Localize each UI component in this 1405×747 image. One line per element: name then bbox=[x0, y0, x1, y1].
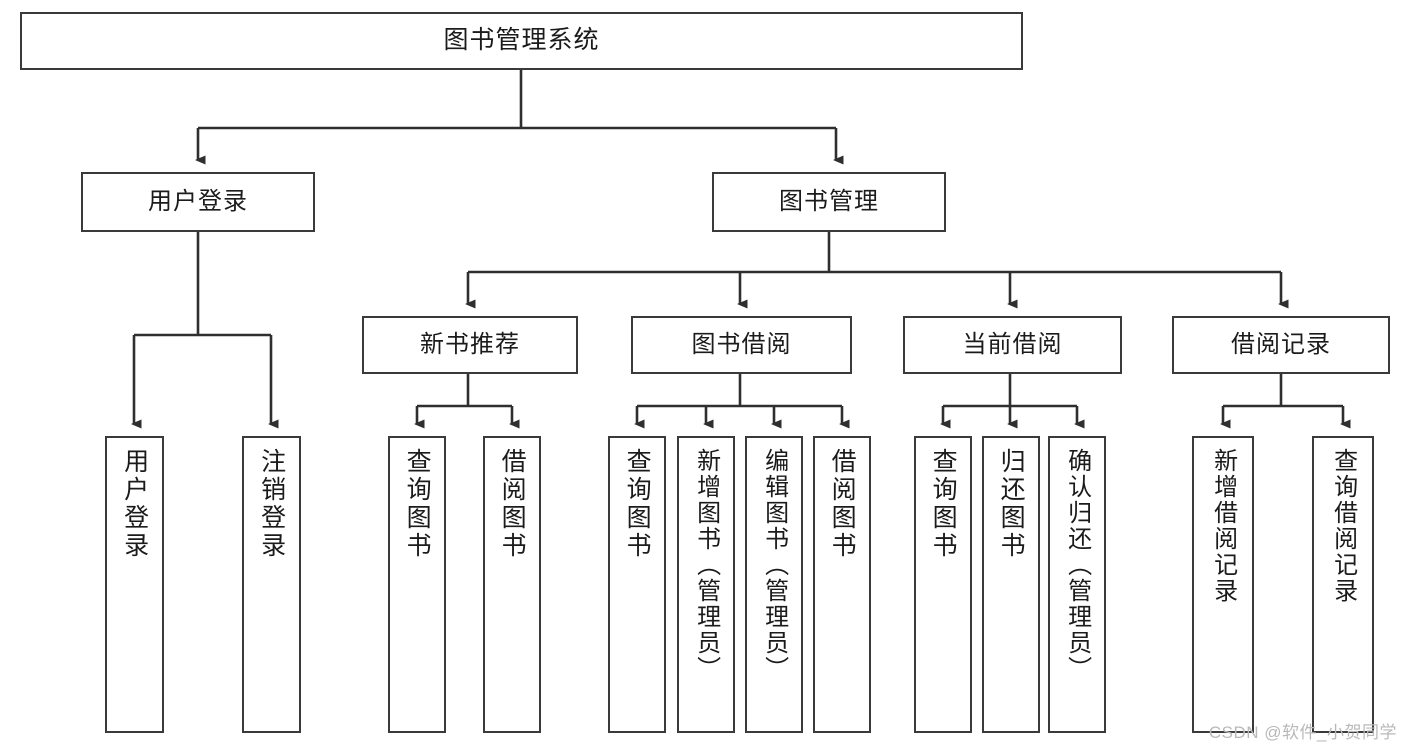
node-label: 查询图书 bbox=[929, 448, 958, 560]
node-label: 新书推荐 bbox=[420, 330, 520, 358]
node-label: 查询图书 bbox=[403, 448, 432, 560]
node-leaf-edit-book[interactable]: 编辑图书（管理员） bbox=[745, 436, 803, 733]
node-label: 用户登录 bbox=[148, 187, 248, 215]
node-current-borrow[interactable]: 当前借阅 bbox=[903, 316, 1122, 374]
node-label: 图书借阅 bbox=[691, 330, 792, 358]
node-label: 当前借阅 bbox=[962, 330, 1063, 358]
node-leaf-query-book-1[interactable]: 查询图书 bbox=[388, 436, 446, 733]
node-leaf-query-book-2[interactable]: 查询图书 bbox=[608, 436, 666, 733]
node-leaf-borrow-book-1[interactable]: 借阅图书 bbox=[483, 436, 541, 733]
node-leaf-return-book[interactable]: 归还图书 bbox=[982, 436, 1040, 733]
csdn-watermark: CSDN @软件_小贺同学 bbox=[1208, 723, 1397, 742]
node-new-book-recommendation[interactable]: 新书推荐 bbox=[362, 316, 578, 374]
node-leaf-query-book-3[interactable]: 查询图书 bbox=[914, 436, 972, 733]
node-label: 用户登录 bbox=[120, 448, 149, 560]
node-leaf-logout[interactable]: 注销登录 bbox=[242, 436, 301, 733]
node-label: 编辑图书（管理员） bbox=[760, 448, 788, 682]
node-root-system[interactable]: 图书管理系统 bbox=[20, 12, 1023, 70]
node-label: 图书管理系统 bbox=[443, 26, 600, 55]
node-label: 图书管理 bbox=[779, 187, 879, 215]
node-label: 归还图书 bbox=[997, 448, 1026, 560]
node-label: 查询图书 bbox=[623, 448, 652, 560]
node-borrow-record[interactable]: 借阅记录 bbox=[1172, 316, 1390, 374]
node-leaf-confirm-return[interactable]: 确认归还（管理员） bbox=[1048, 436, 1106, 733]
node-label: 确认归还（管理员） bbox=[1063, 448, 1091, 682]
node-label: 注销登录 bbox=[257, 448, 286, 560]
node-leaf-add-book[interactable]: 新增图书（管理员） bbox=[677, 436, 735, 733]
node-book-manage[interactable]: 图书管理 bbox=[712, 172, 946, 232]
node-user-login[interactable]: 用户登录 bbox=[81, 172, 315, 232]
node-label: 借阅图书 bbox=[828, 448, 857, 560]
node-label: 新增图书（管理员） bbox=[692, 448, 720, 682]
node-label: 借阅记录 bbox=[1231, 330, 1331, 358]
node-label: 新增借阅记录 bbox=[1209, 448, 1237, 604]
node-label: 查询借阅记录 bbox=[1329, 448, 1357, 604]
node-book-borrow[interactable]: 图书借阅 bbox=[631, 316, 852, 374]
node-leaf-add-record[interactable]: 新增借阅记录 bbox=[1192, 436, 1254, 733]
node-leaf-borrow-book-2[interactable]: 借阅图书 bbox=[813, 436, 871, 733]
node-leaf-user-login[interactable]: 用户登录 bbox=[105, 436, 164, 733]
node-leaf-query-record[interactable]: 查询借阅记录 bbox=[1312, 436, 1374, 733]
node-label: 借阅图书 bbox=[498, 448, 527, 560]
